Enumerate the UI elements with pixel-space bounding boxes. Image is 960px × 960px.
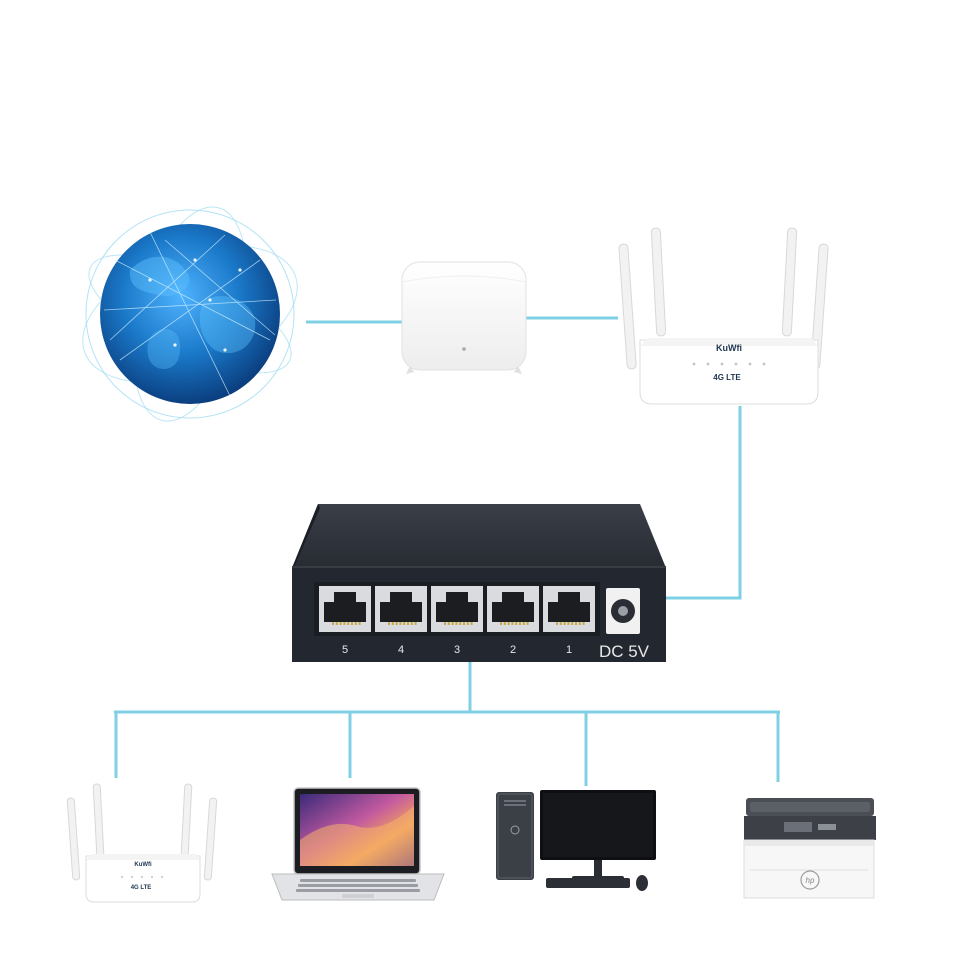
laptop-icon	[271, 787, 445, 901]
port-number-label: 1	[566, 644, 572, 656]
access-point-icon	[401, 261, 527, 374]
desktop-pc-icon	[496, 790, 656, 891]
ethernet-port-group: 5 4 3 2 1	[319, 586, 595, 656]
port-number-label: 2	[510, 644, 516, 656]
port-number-label: 5	[342, 644, 348, 656]
printer-brand-label: hp	[806, 876, 815, 885]
router-badge-label: 4G LTE	[713, 373, 741, 382]
link-router-to-switch	[666, 406, 742, 600]
small-router-brand-label: KuWfi	[134, 862, 152, 868]
ethernet-port-4	[375, 586, 427, 632]
dc-power-jack	[606, 588, 640, 634]
printer-icon: hp	[743, 798, 876, 899]
small-router-badge-label: 4G LTE	[131, 885, 152, 891]
ethernet-port-3	[431, 586, 483, 632]
ethernet-port-5	[319, 586, 371, 632]
connection-lines	[114, 316, 780, 786]
ethernet-port-1	[543, 586, 595, 632]
dc-power-label: DC 5V	[599, 642, 650, 661]
network-switch: 5 4 3 2 1 DC 5V	[292, 504, 666, 662]
globe-internet-icon	[82, 206, 298, 422]
port-number-label: 3	[454, 644, 460, 656]
4g-router-icon: KuWfi 4G LTE	[618, 227, 829, 405]
port-number-label: 4	[398, 644, 404, 656]
4g-router-small-icon: KuWfi 4G LTE	[66, 783, 218, 903]
ethernet-port-2	[487, 586, 539, 632]
router-brand-label: KuWfi	[716, 343, 742, 353]
